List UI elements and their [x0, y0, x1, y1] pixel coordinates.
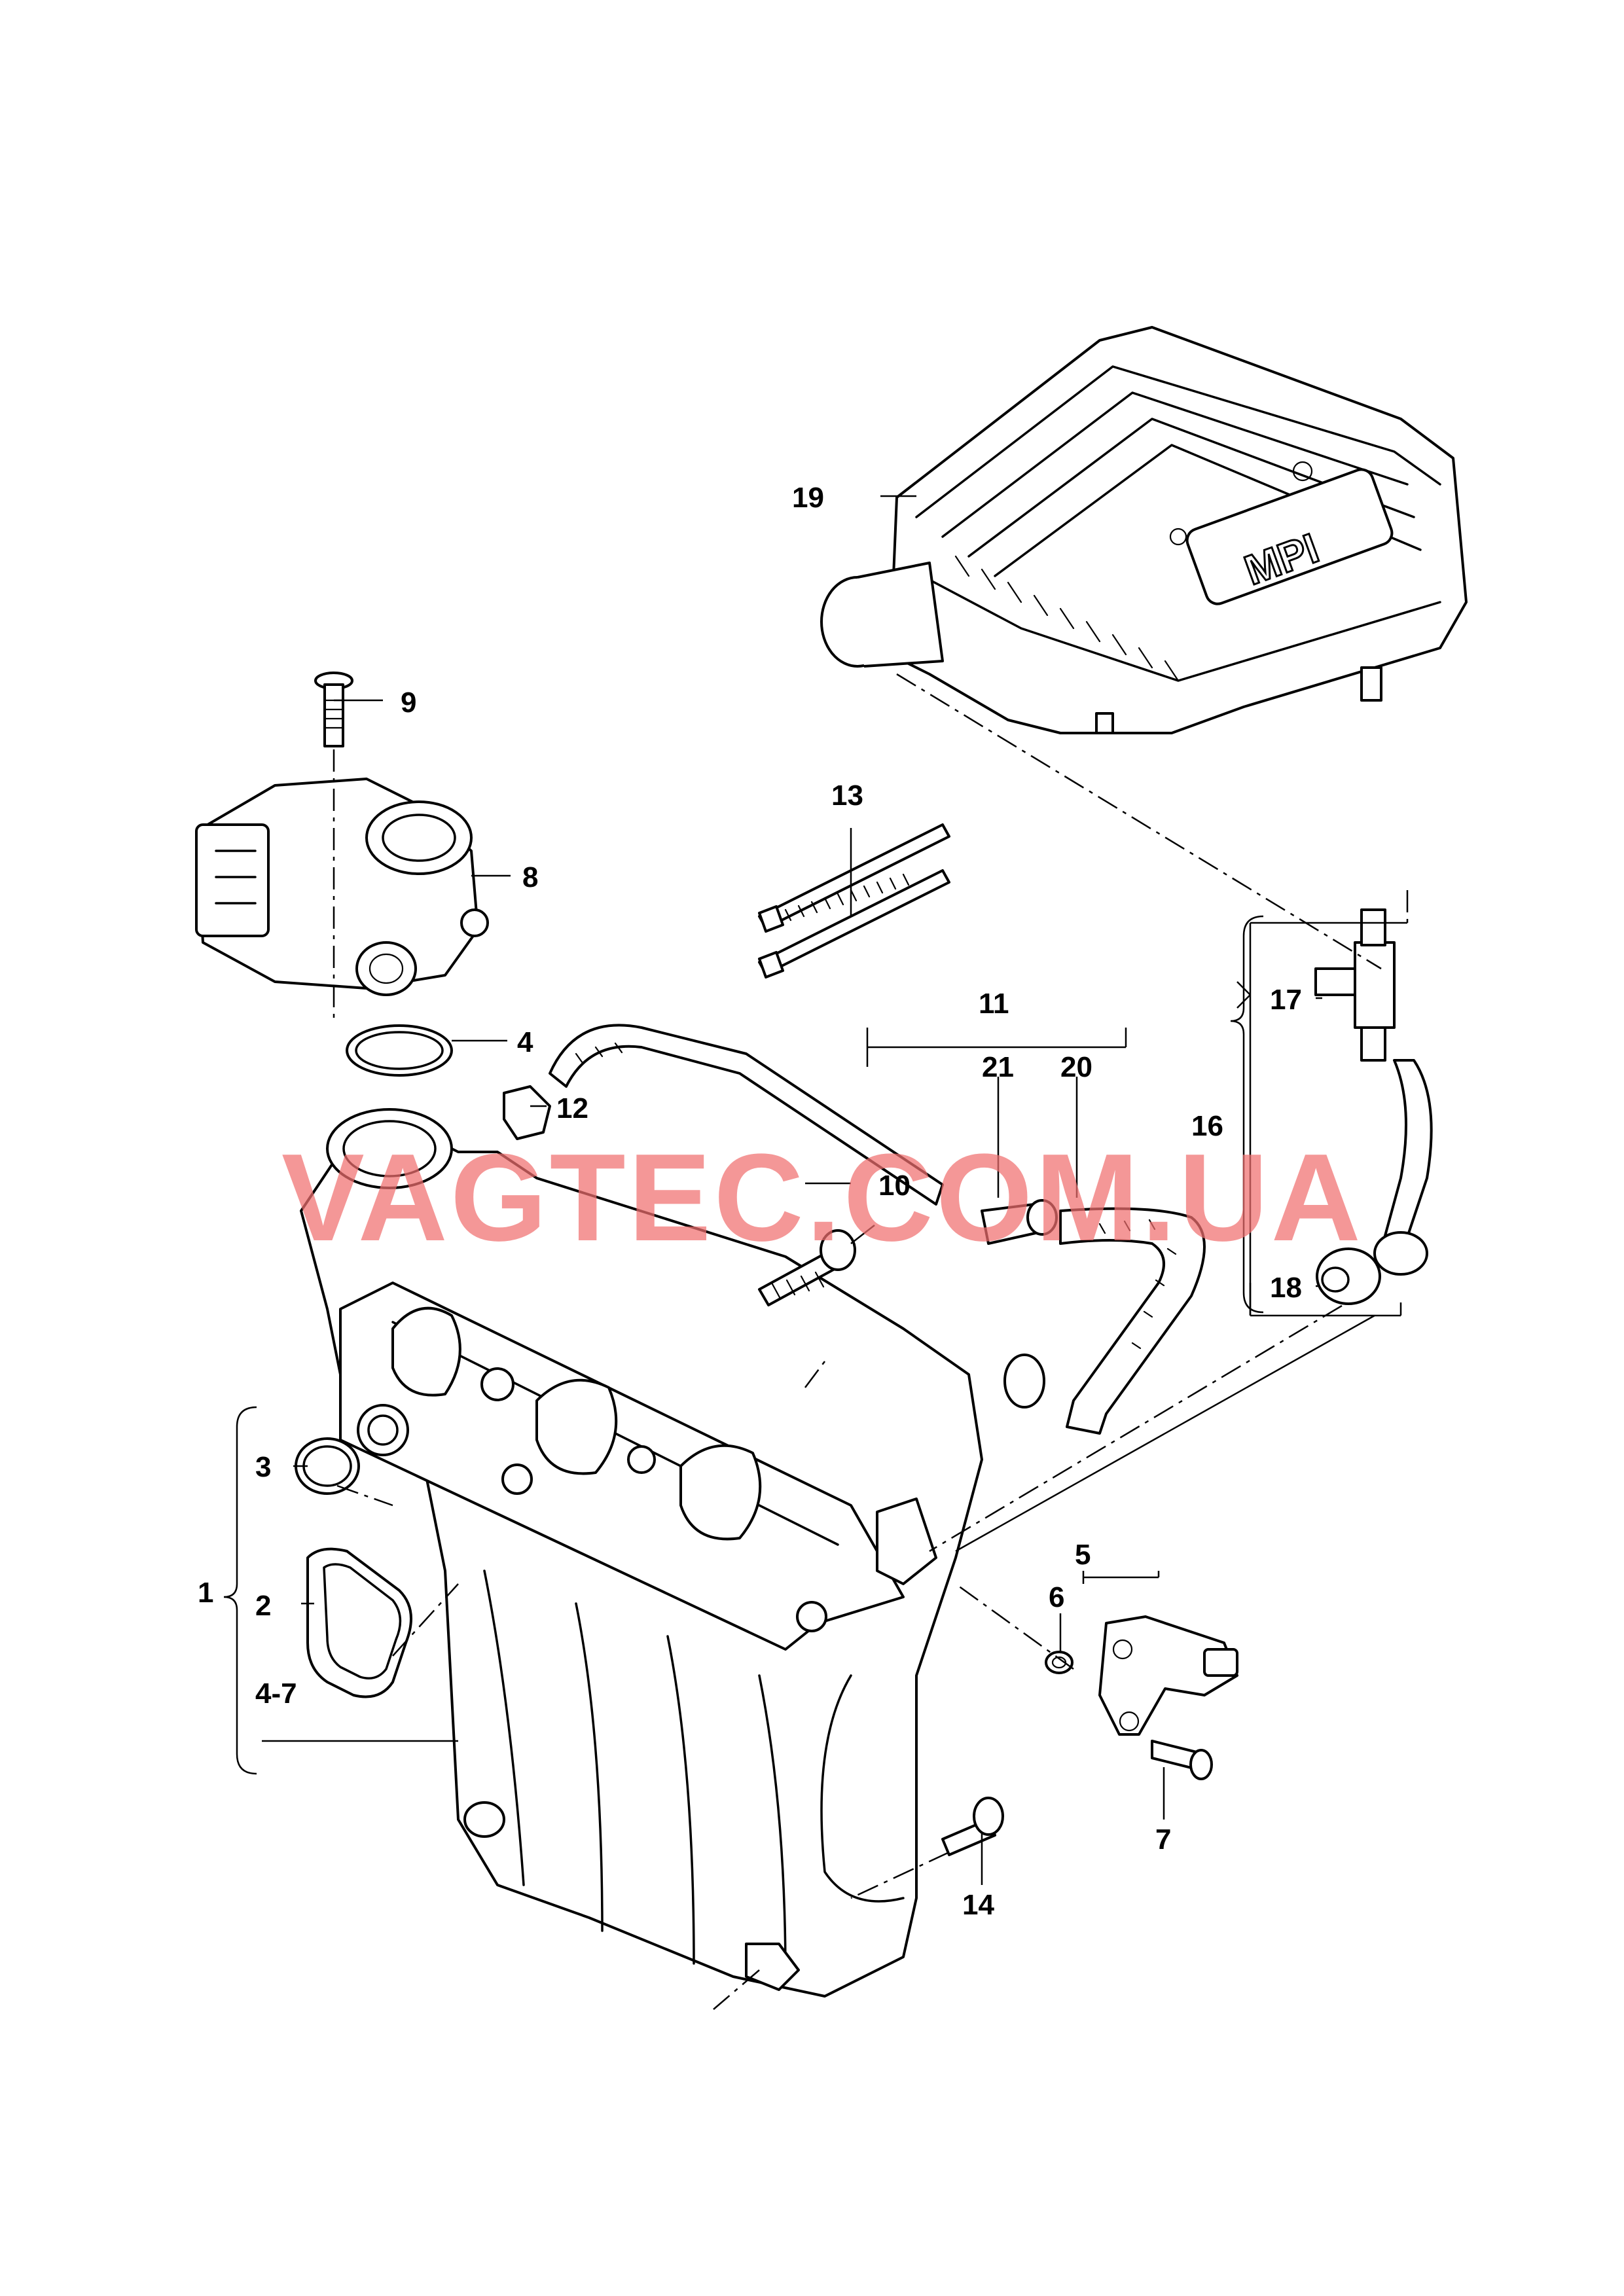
gasket-4-part [346, 1024, 453, 1077]
callout-12: 12 [556, 1092, 588, 1124]
bolt-14-part [941, 1797, 1004, 1856]
hose-20-part [1003, 1207, 1206, 1435]
assembly-lines [333, 673, 1409, 2010]
clip-12-part [503, 1085, 551, 1140]
callout-5: 5 [1075, 1539, 1091, 1571]
intake-manifold-part [300, 1108, 983, 1998]
callout-2: 2 [255, 1590, 271, 1622]
grommet-18-part [1316, 1231, 1428, 1305]
callout-13: 13 [831, 780, 863, 812]
throttle-body-part [195, 778, 489, 996]
callout-21: 21 [982, 1051, 1014, 1083]
callout-8: 8 [522, 861, 538, 893]
callout-20: 20 [1060, 1051, 1092, 1083]
bolt-7-part [1151, 1740, 1213, 1780]
bracket-16 [1230, 915, 1264, 1314]
callout-14: 14 [962, 1889, 994, 1921]
hose-11-part [549, 1024, 944, 1206]
callout-19: 19 [792, 482, 824, 514]
bolt-9-part [314, 672, 353, 747]
callout-3: 3 [255, 1451, 271, 1483]
cable-ties-13-part [758, 823, 950, 978]
gasket-2-part [306, 1547, 412, 1698]
callout-4-7: 4-7 [255, 1677, 297, 1710]
sensor-5-part [1098, 1615, 1238, 1736]
callout-16: 16 [1191, 1110, 1223, 1142]
hose-16-part [1380, 1059, 1433, 1258]
fitting-17-part [1314, 908, 1396, 1062]
callout-6: 6 [1049, 1581, 1064, 1613]
bracket-1 [223, 1406, 257, 1775]
callout-11: 11 [979, 988, 1009, 1020]
bolt-10-part [758, 1229, 856, 1306]
watermark-text: VAGTEC.COM.UA [281, 1128, 1363, 1267]
callout-17: 17 [1270, 984, 1302, 1016]
callout-7: 7 [1155, 1823, 1171, 1856]
callout-1: 1 [198, 1577, 213, 1609]
callout-labels: 9 8 4 12 10 13 11 21 20 16 17 18 19 5 6 … [198, 482, 1302, 1921]
valve-21-part [981, 1199, 1058, 1245]
callout-18: 18 [1270, 1272, 1302, 1304]
seal-6-part [1045, 1651, 1074, 1674]
callout-4: 4 [517, 1026, 533, 1058]
callout-9: 9 [401, 687, 416, 719]
engine-cover-part: MPI [820, 326, 1468, 734]
callout-10: 10 [878, 1170, 911, 1202]
